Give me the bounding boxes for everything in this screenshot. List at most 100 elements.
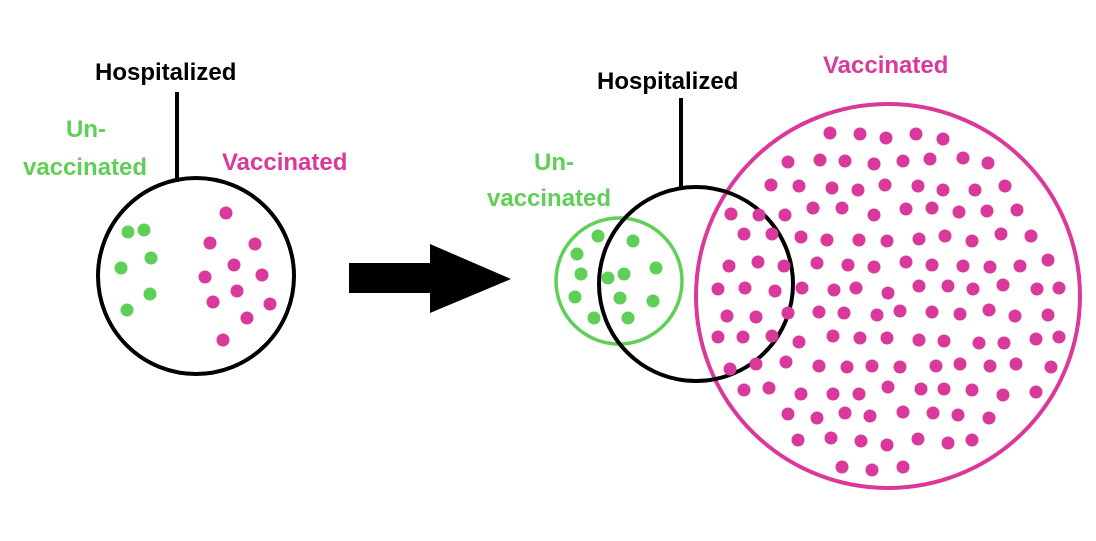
unvaccinated-dot [591,229,605,243]
right-vaccinated-label: Vaccinated [823,52,948,79]
vaccinated-dot [925,201,939,215]
vaccinated-dot [893,304,907,318]
right-vaccinated-dots [711,126,1066,477]
vaccinated-dot [853,127,867,141]
vaccinated-dot [765,329,779,343]
right-unvaccinated-label-line1: Un- [534,149,574,176]
vaccinated-dot [1009,357,1023,371]
vaccinated-dot [881,286,895,300]
vaccinated-dot [941,279,955,293]
vaccinated-dot [956,259,970,273]
unvaccinated-dot [646,294,660,308]
vaccinated-dot [724,207,738,221]
vaccinated-dot [983,359,997,373]
vaccinated-dot [737,383,751,397]
vaccinated-dot [852,387,866,401]
vaccinated-dot [791,433,805,447]
vaccinated-dot [965,433,979,447]
vaccinated-dot [198,270,212,284]
vaccinated-dot [781,306,795,320]
vaccinated-dot [203,236,217,250]
vaccinated-dot [1044,360,1058,374]
vaccinated-dot [777,259,791,273]
vaccinated-dot [865,463,879,477]
vaccinated-dot [1041,308,1055,322]
vaccinated-dot [996,278,1010,292]
vaccinated-dot [972,336,986,350]
vaccinated-dot [762,381,776,395]
vaccinated-dot [911,179,925,193]
vaccinated-dot [768,284,782,298]
unvaccinated-dot [574,267,588,281]
vaccinated-dot [838,154,852,168]
unvaccinated-dot [568,290,582,304]
vaccinated-dot [880,438,894,452]
vaccinated-dot [813,153,827,167]
vaccinated-dot [810,256,824,270]
vaccinated-dot [865,359,879,373]
vaccinated-dot [998,179,1012,193]
unvaccinated-dot [613,291,627,305]
vaccinated-dot [983,260,997,274]
vaccinated-dot [764,178,778,192]
vaccinated-dot [1008,309,1022,323]
vaccinated-dot [996,388,1010,402]
left-unvaccinated-dots [114,223,158,317]
vaccinated-dot [792,335,806,349]
vaccinated-dot [909,127,923,141]
vaccinated-dot [981,156,995,170]
unvaccinated-dot [143,287,157,301]
vaccinated-dot [779,355,793,369]
vaccinated-dot [820,233,834,247]
right-panel: Hospitalized Vaccinated Un- vaccinated [487,52,1082,490]
vaccinated-dot [879,131,893,145]
vaccinated-dot [1029,332,1043,346]
transition-arrow [349,244,511,313]
vaccinated-dot [952,205,966,219]
vaccinated-dot [994,227,1008,241]
vaccinated-dot [870,308,884,322]
vaccinated-dot [263,297,277,311]
vaccinated-dot [925,258,939,272]
vaccinated-dot [835,460,849,474]
vaccinated-dot [1010,203,1024,217]
vaccinated-dot [825,181,839,195]
vaccinated-dot [737,227,751,241]
vaccinated-dot [711,330,725,344]
vaccinated-dot [997,336,1011,350]
vaccinated-dot [827,283,841,297]
vaccinated-dot [749,357,763,371]
right-hospitalized-label: Hospitalized [597,68,738,95]
vaccinated-dot [812,359,826,373]
vaccinated-dot [216,333,230,347]
vaccinated-dot [722,259,736,273]
vaccinated-dot [749,310,763,324]
vaccinated-dot [206,295,220,309]
right-unvaccinated-dots [568,229,663,325]
left-hospitalized-label: Hospitalized [95,59,236,86]
vaccinated-dot [751,255,765,269]
vaccinated-dot [880,331,894,345]
vaccinated-dot [863,409,877,423]
vaccinated-dot [925,305,939,319]
vaccinated-dot [738,281,752,295]
vaccinated-dot [912,279,926,293]
left-vaccinated-dots [198,206,277,347]
left-hospitalized-circle [96,176,296,376]
vaccinated-dot [912,333,926,347]
vaccinated-dot [937,382,951,396]
right-arrow-icon-shaft [349,263,433,293]
vaccinated-dot [230,284,244,298]
unvaccinated-dot [570,247,584,261]
vaccinated-dot [929,359,943,373]
vaccinated-dot [982,303,996,317]
left-unvaccinated-label-line2: vaccinated [23,154,147,181]
vaccinated-dot [720,309,734,323]
unvaccinated-dot [144,251,158,265]
unvaccinated-dot [137,223,151,237]
vaccinated-dot [982,411,996,425]
vaccinated-dot [936,183,950,197]
vaccinated-dot [810,411,824,425]
vaccinated-dot [854,434,868,448]
vaccinated-dot [248,237,262,251]
